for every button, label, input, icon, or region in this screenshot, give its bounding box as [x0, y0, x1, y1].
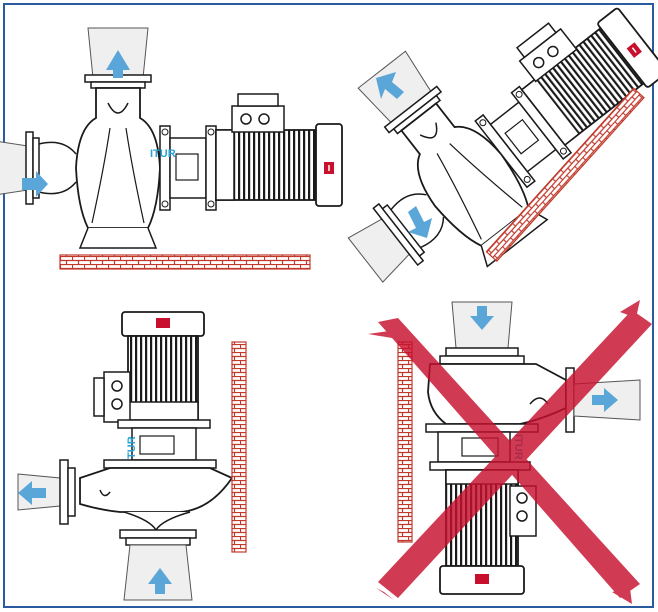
flow-arrow-icon [592, 388, 618, 412]
panel-inclined-motor-up [278, 0, 658, 324]
brick-wall-icon [397, 341, 413, 543]
flow-arrow-icon [18, 481, 46, 505]
flow-arrow-icon [148, 568, 172, 594]
flow-arrow-icon [376, 72, 404, 99]
panel-vertical-motor-up: ITUR [17, 311, 247, 601]
panel-horizontal-motor-right: ITUR [0, 27, 343, 270]
flow-arrow-icon [22, 171, 48, 197]
flow-arrow-icon [470, 306, 494, 330]
panel-vertical-motor-down: ITUR [368, 300, 652, 604]
brick-wall-icon [59, 254, 311, 270]
brick-wall-icon [231, 341, 247, 553]
prohibited-cross-icon [368, 300, 652, 604]
motor-label-icon: ITUR [150, 148, 176, 160]
flow-arrow-icon [408, 206, 432, 238]
motor-label-icon: ITUR [126, 436, 138, 462]
flow-arrow-icon [106, 50, 130, 78]
brick-wall-icon [485, 87, 645, 262]
